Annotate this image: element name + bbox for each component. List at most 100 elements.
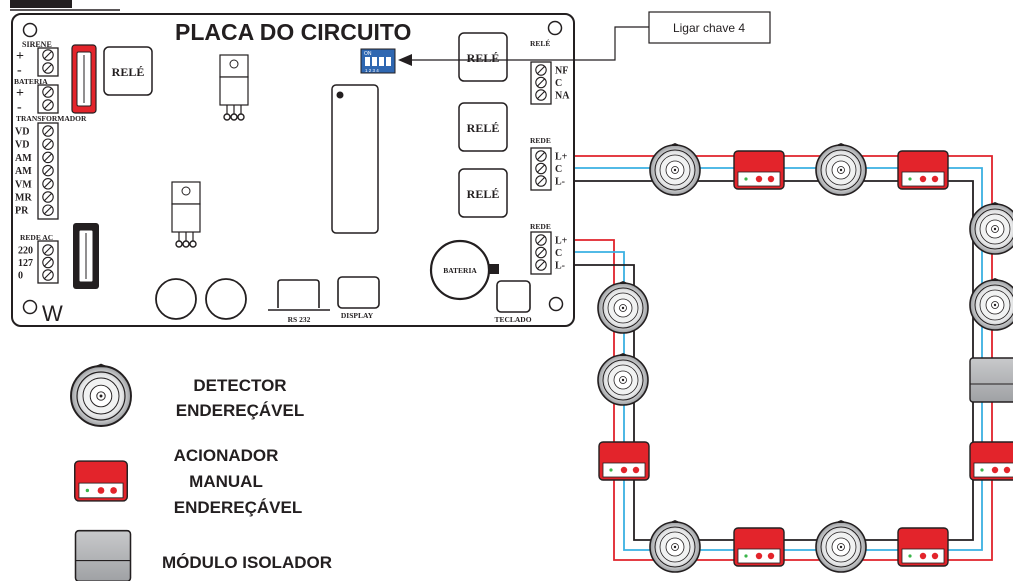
terminal-label: C [555,248,562,259]
board-title: PLACA DO CIRCUITO [175,19,411,45]
legend-isolator-line1: MÓDULO ISOLADOR [162,553,332,572]
terminal-label: C [555,78,562,89]
screw-icon [42,138,54,150]
terminal-label: AM [15,153,32,164]
terminal-label: 0 [18,271,23,282]
terminal-label: MR [15,193,32,204]
terminal-label: NA [555,91,570,102]
bateria-plus: + [16,86,24,101]
terminal-label: AM [15,166,32,177]
screw-icon [42,204,54,216]
transformador-terminals: VD VD AM AM VM MR PR [15,125,54,217]
voltage-regulator-icon [171,181,201,248]
wire-loop2-positive [563,239,615,300]
screw-icon [42,244,54,256]
terminal-label: L- [555,261,565,272]
mount-hole-icon [22,22,38,38]
legend-manual-icon [74,460,128,502]
relay-component [103,46,153,96]
legend-isolator-icon [74,529,132,581]
wire-loop1-positive [563,155,993,205]
terminal-label: VM [15,179,32,190]
detector-icon [815,519,867,573]
isolator-module-icon [969,357,1013,403]
terminal-label: VD [15,127,29,138]
sirene-minus: - [17,63,22,78]
display-label: DISPLAY [341,311,374,320]
capacitor-icon [205,278,247,320]
sirene-label: SIRENE [22,40,52,49]
legend-manual-line1: ACIONADOR [174,446,279,465]
screw-icon [42,191,54,203]
legend-detector-line1: DETECTOR [193,376,286,395]
wire-loop1-negative [563,180,974,205]
microcontroller-chip [331,84,379,234]
screw-icon [42,178,54,190]
detector-icon [815,142,867,196]
manual-call-point-icon [598,441,650,481]
screw-icon [535,76,547,89]
legend-manual-line3: ENDEREÇÁVEL [174,498,302,517]
dip-on-label: ON [364,51,372,57]
wire-right-bottom-common [623,205,983,551]
detector-icon [969,201,1013,255]
detector-icon [597,352,649,406]
teclado-connector-icon [496,280,531,313]
callout: Ligar chave 4 [398,11,771,66]
screw-icon [535,246,547,259]
screw-icon [42,86,54,98]
screw-icon [42,125,54,137]
detector-icon [649,519,701,573]
terminal-label: VD [15,140,29,151]
terminal-label: 127 [18,258,33,269]
legend-detector-line2: ENDEREÇÁVEL [176,401,304,420]
voltage-regulator-icon [219,54,249,121]
transformador-label: TRANSFORMADOR [16,114,87,123]
legend-manual-line2: MANUAL [189,472,263,491]
rede-label-2: REDE [530,222,551,231]
screw-icon [42,62,54,74]
terminal-label: L+ [555,236,568,247]
dip-numbers: 1 2 3 4 [365,68,379,73]
bateria-minus: - [17,100,22,115]
callout-arrow-icon [398,54,412,66]
dip-switch-icon: ON 1 2 3 4 [360,48,396,74]
relay-label: RELÉ [467,51,500,65]
mount-hole-icon [547,20,563,36]
detector-icon [649,142,701,196]
terminal-label: NF [555,66,568,77]
screw-icon [42,164,54,177]
rele-block-label: RELÉ [530,38,550,48]
terminal-label: PR [15,206,29,217]
callout-box [648,11,771,44]
top-header-fragment [10,0,120,11]
rede-label-1: REDE [530,136,551,145]
screw-icon [42,49,54,61]
bateria-label: BATERIA [14,77,48,86]
terminal-label: L+ [555,152,568,163]
rs232-connector-icon [277,279,320,308]
screw-icon [535,89,547,101]
callout-text: Ligar chave 4 [673,21,745,35]
manual-call-point-icon [733,150,785,190]
relay-component [458,102,508,152]
chip-pin1-mark [336,91,344,99]
terminal-label: L- [555,177,565,188]
battery-label: BATERIA [443,266,477,275]
wire-right-bottom-positive [613,205,993,561]
screw-icon [42,269,54,281]
mount-hole-icon [548,296,564,312]
manual-call-point-icon [733,527,785,567]
screw-icon [42,151,54,164]
loop1-terminals: L+C L- [535,150,568,188]
relay-terminals: NFC NA [535,64,570,102]
screw-icon [42,99,54,111]
circuit-board: W PLACA DO CIRCUITO SIRENE + - BATERIA +… [11,13,575,327]
mount-hole-icon [22,299,38,315]
teclado-label: TECLADO [494,315,531,324]
relay-label: RELÉ [467,121,500,135]
loop-devices [597,142,1013,573]
relay-label: RELÉ [112,65,145,79]
terminal-label: C [555,164,562,175]
